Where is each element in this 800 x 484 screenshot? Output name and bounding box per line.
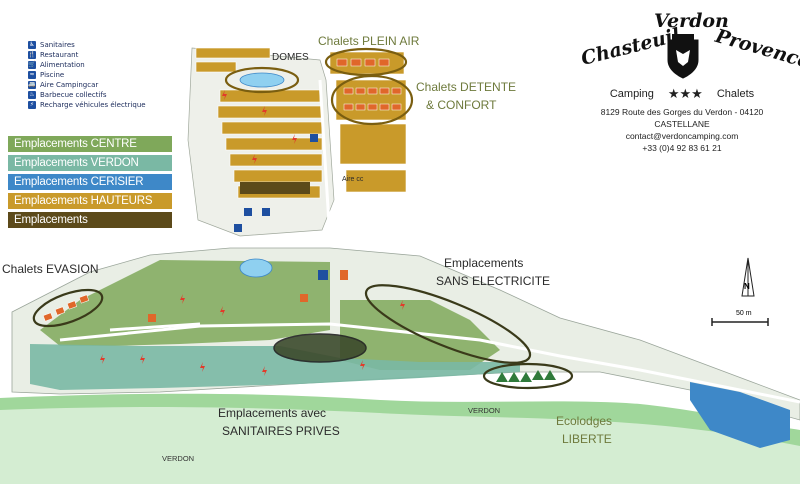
barbecue-icon: ♨ [28,91,36,99]
verdon-river-inner [0,407,800,484]
brand-address: 8129 Route des Gorges du Verdon - 04120 … [600,107,764,129]
label-aire-cc: Aire cc [342,176,364,183]
label-detente-2: & CONFORT [426,98,497,112]
legend-service-label: Aire Campingcar [40,81,99,89]
brand-email[interactable]: contact@verdoncamping.com [625,131,739,141]
brand-phone[interactable]: +33 (0)4 92 83 61 21 [642,143,722,153]
river-label-top: VERDON [468,406,501,415]
label-evasion: Chalets EVASION [2,262,99,276]
highlight-circles [32,47,574,390]
piscine-icon: ≈ [28,71,36,79]
legend-service-item: 🍴 Restaurant [28,50,146,60]
legend-service-label: Piscine [40,71,65,79]
campingcar-zone [240,182,310,194]
legend-category-item: Emplacements VERDON [8,155,172,171]
chalets-plein-air [336,58,390,67]
tag-stars: ★★★ [667,86,703,101]
label-sanitaires-1: Emplacements avec [218,406,327,420]
label-ecolodges-2: LIBERTE [562,432,612,446]
brand-block: Chasteuil Verdon Provence Camping ★★★ Ch… [572,8,800,154]
scale-bar [711,318,769,326]
legend-service-label: Alimentation [40,61,85,69]
legend-service-label: Barbecue collectifs [40,91,107,99]
piscine-centre [239,258,273,278]
legend-service-label: Recharge véhicules électrique [40,101,146,109]
legend-service-item: ♿ Sanitaires [28,40,146,50]
brand-tagline: Camping ★★★ Chalets [572,86,792,102]
brand-name-right: Provence [712,24,800,74]
map-service-icons [148,134,348,322]
legend-service-item: ⚡ Recharge véhicules électrique [28,100,146,110]
river-label-bottom: VERDON [162,454,195,463]
tag-chalets: Chalets [716,88,755,100]
piscine-domes [239,72,285,88]
legend-service-item: ≈ Piscine [28,70,146,80]
restaurant-icon: 🍴 [28,51,36,59]
label-ecolodges-1: Ecolodges [556,414,613,428]
hauteurs-pitches [195,47,323,199]
scale-label: 50 m [736,310,752,317]
roads [59,79,800,404]
chalets-detente [343,87,402,111]
label-plein-air: Chalets PLEIN AIR [318,34,420,48]
label-sans-elec-1: Emplacements [444,256,524,270]
north-arrow [741,257,755,297]
coat-of-arms-icon [667,34,699,79]
recharge-marks [100,90,405,376]
ecolodges-tents [496,370,556,382]
legend-service-item: 🛒 Alimentation [28,60,146,70]
campingcar-icon: 🚐 [28,81,36,89]
label-domes: DOMES [272,52,309,63]
alimentation-icon: 🛒 [28,61,36,69]
label-sans-elec-2: SANS ELECTRICITE [436,274,551,288]
services-legend: ♿ Sanitaires 🍴 Restaurant 🛒 Alimentation ≈ Pisc… [28,40,146,110]
label-sanitaires-2: SANITAIRES PRIVES [222,424,340,438]
recharge-icon: ⚡ [28,101,36,109]
legend-category-item: Emplacements CERISIER [8,174,172,190]
north-label: N [744,282,750,291]
legend-service-label: Restaurant [40,51,79,59]
cerisier-zone [690,382,790,448]
hauteurs-pitches-right [329,51,407,193]
sanitaires-prives-zone [273,333,367,363]
legend-service-item: 🚐 Aire Campingcar [28,80,146,90]
brand-logo: Chasteuil Verdon Provence [572,8,800,79]
sanitaires-icon: ♿ [28,41,36,49]
tag-camping: Camping [609,88,654,100]
label-detente-1: Chalets DETENTE [416,80,517,94]
verdon-zone [30,344,520,390]
chalets-evasion [42,294,90,322]
legend-category-item: Emplacements CENTRE [8,136,172,152]
brand-name-center: Verdon [654,10,729,32]
legend-category-item: Emplacements HAUTEURS [8,193,172,209]
legend-service-item: ♨ Barbecue collectifs [28,90,146,100]
legend-category-item: Emplacements CAMPINGCAR [8,212,172,242]
legend-service-label: Sanitaires [40,41,75,49]
